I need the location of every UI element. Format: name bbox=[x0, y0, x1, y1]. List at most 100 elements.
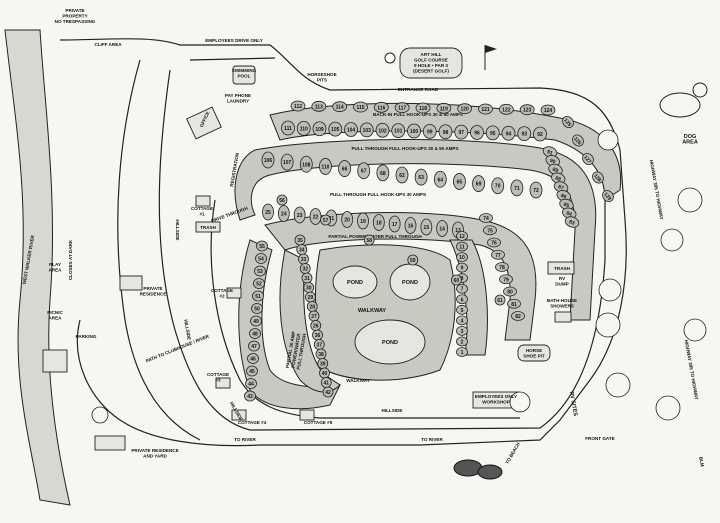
campsite-99[interactable]: 99 bbox=[422, 123, 437, 139]
campsite-114[interactable]: 114 bbox=[332, 101, 348, 113]
campsite-119[interactable]: 119 bbox=[436, 102, 452, 114]
campsite-68[interactable]: 68 bbox=[376, 164, 390, 182]
campsite-14[interactable]: 14 bbox=[436, 220, 449, 237]
campsite-61[interactable]: 61 bbox=[494, 294, 506, 306]
campsite-65[interactable]: 65 bbox=[453, 173, 466, 190]
campsite-46[interactable]: 46 bbox=[247, 353, 259, 364]
campsite-12[interactable]: 12 bbox=[456, 231, 468, 241]
campsite-97[interactable]: 97 bbox=[454, 124, 469, 140]
campsite-98[interactable]: 98 bbox=[438, 124, 453, 140]
campsite-107[interactable]: 107 bbox=[280, 153, 294, 171]
campsite-83[interactable]: 83 bbox=[564, 215, 581, 229]
campsite-123[interactable]: 123 bbox=[519, 104, 535, 116]
campsite-49[interactable]: 49 bbox=[250, 315, 262, 327]
campsite-70[interactable]: 70 bbox=[491, 177, 505, 195]
campsite-96[interactable]: 96 bbox=[470, 125, 484, 140]
campsite-104[interactable]: 104 bbox=[344, 122, 358, 137]
campsite-1[interactable]: 1 bbox=[456, 347, 468, 357]
campsite-95[interactable]: 95 bbox=[485, 125, 500, 141]
campsite-40[interactable]: 40 bbox=[319, 367, 330, 379]
campsite-109[interactable]: 109 bbox=[312, 121, 327, 137]
campsite-115[interactable]: 115 bbox=[353, 101, 368, 113]
campsite-77[interactable]: 77 bbox=[491, 249, 505, 260]
campsite-66[interactable]: 66 bbox=[338, 160, 351, 177]
campsite-33[interactable]: 33 bbox=[298, 253, 309, 265]
campsite-4[interactable]: 4 bbox=[456, 315, 468, 326]
campsite-112[interactable]: 112 bbox=[290, 100, 306, 112]
campsite-3[interactable]: 3 bbox=[456, 326, 468, 336]
campsite-2[interactable]: 2 bbox=[456, 336, 468, 347]
campsite-15[interactable]: 15 bbox=[420, 218, 433, 236]
campsite-28[interactable]: 28 bbox=[306, 301, 318, 312]
campsite-47[interactable]: 47 bbox=[248, 340, 260, 352]
campsite-93[interactable]: 93 bbox=[517, 126, 532, 142]
campsite-75[interactable]: 75 bbox=[483, 225, 497, 236]
campsite-11[interactable]: 11 bbox=[456, 241, 468, 252]
campsite-117[interactable]: 117 bbox=[394, 102, 410, 114]
campsite-63[interactable]: 63 bbox=[414, 168, 428, 186]
campsite-110[interactable]: 110 bbox=[296, 120, 311, 136]
campsite-32[interactable]: 32 bbox=[299, 263, 311, 274]
campsite-69[interactable]: 69 bbox=[472, 175, 485, 192]
campsite-81[interactable]: 81 bbox=[507, 298, 521, 309]
campsite-94[interactable]: 94 bbox=[501, 125, 516, 141]
campsite-44[interactable]: 44 bbox=[245, 378, 257, 389]
campsite-48[interactable]: 48 bbox=[249, 328, 261, 339]
campsite-37[interactable]: 37 bbox=[313, 339, 325, 350]
campsite-51[interactable]: 51 bbox=[252, 290, 264, 302]
campsite-71[interactable]: 71 bbox=[510, 179, 524, 197]
campsite-111[interactable]: 111 bbox=[281, 120, 295, 136]
campsite-45[interactable]: 45 bbox=[246, 365, 258, 377]
campsite-55[interactable]: 55 bbox=[256, 240, 268, 252]
campsite-102[interactable]: 102 bbox=[375, 122, 390, 138]
campsite-72[interactable]: 72 bbox=[529, 181, 543, 199]
campsite-6[interactable]: 6 bbox=[456, 294, 468, 305]
campsite-16[interactable]: 16 bbox=[404, 217, 417, 234]
campsite-53[interactable]: 53 bbox=[254, 265, 266, 277]
campsite-67[interactable]: 67 bbox=[357, 162, 371, 180]
campsite-122[interactable]: 122 bbox=[498, 103, 514, 115]
campsite-108[interactable]: 108 bbox=[299, 155, 313, 173]
campsite-124[interactable]: 124 bbox=[540, 104, 556, 116]
campsite-26[interactable]: 26 bbox=[310, 320, 322, 331]
campsite-10[interactable]: 10 bbox=[456, 252, 468, 262]
campsite-42[interactable]: 42 bbox=[322, 386, 334, 398]
campsite-23[interactable]: 23 bbox=[293, 206, 306, 224]
campsite-110[interactable]: 110 bbox=[319, 158, 332, 175]
campsite-24[interactable]: 24 bbox=[277, 205, 290, 222]
campsite-92[interactable]: 92 bbox=[533, 126, 547, 142]
campsite-25[interactable]: 25 bbox=[262, 203, 274, 221]
campsite-121[interactable]: 121 bbox=[478, 103, 493, 115]
campsite-80[interactable]: 80 bbox=[503, 286, 517, 297]
campsite-105[interactable]: 105 bbox=[328, 121, 343, 137]
campsite-58[interactable]: 58 bbox=[363, 234, 375, 246]
campsite-17[interactable]: 17 bbox=[388, 215, 401, 233]
campsite-120[interactable]: 120 bbox=[457, 103, 473, 115]
campsite-127[interactable]: 127 bbox=[580, 151, 595, 167]
campsite-100[interactable]: 100 bbox=[407, 123, 421, 139]
campsite-34[interactable]: 34 bbox=[296, 244, 308, 255]
campsite-74[interactable]: 74 bbox=[479, 213, 493, 223]
campsite-59[interactable]: 59 bbox=[407, 254, 419, 266]
campsite-22[interactable]: 22 bbox=[309, 208, 322, 225]
campsite-7[interactable]: 7 bbox=[456, 283, 468, 294]
campsite-29[interactable]: 29 bbox=[305, 291, 316, 303]
campsite-84[interactable]: 84 bbox=[561, 206, 578, 220]
campsite-9[interactable]: 9 bbox=[456, 262, 468, 273]
campsite-31[interactable]: 31 bbox=[301, 272, 313, 284]
campsite-38[interactable]: 38 bbox=[315, 348, 327, 360]
campsite-52[interactable]: 52 bbox=[253, 278, 265, 289]
campsite-36[interactable]: 36 bbox=[312, 329, 323, 341]
campsite-82[interactable]: 82 bbox=[511, 311, 525, 321]
campsite-118[interactable]: 118 bbox=[415, 102, 431, 114]
campsite-62[interactable]: 62 bbox=[395, 166, 409, 184]
campsite-78[interactable]: 78 bbox=[495, 262, 509, 272]
campsite-106[interactable]: 106 bbox=[261, 151, 275, 169]
campsite-27[interactable]: 27 bbox=[308, 310, 320, 322]
campsite-101[interactable]: 101 bbox=[391, 123, 406, 139]
campsite-41[interactable]: 41 bbox=[320, 377, 332, 388]
campsite-64[interactable]: 64 bbox=[433, 170, 447, 188]
campsite-5[interactable]: 5 bbox=[456, 304, 468, 315]
campsite-125[interactable]: 125 bbox=[560, 114, 575, 130]
campsite-57[interactable]: 57 bbox=[320, 214, 332, 226]
